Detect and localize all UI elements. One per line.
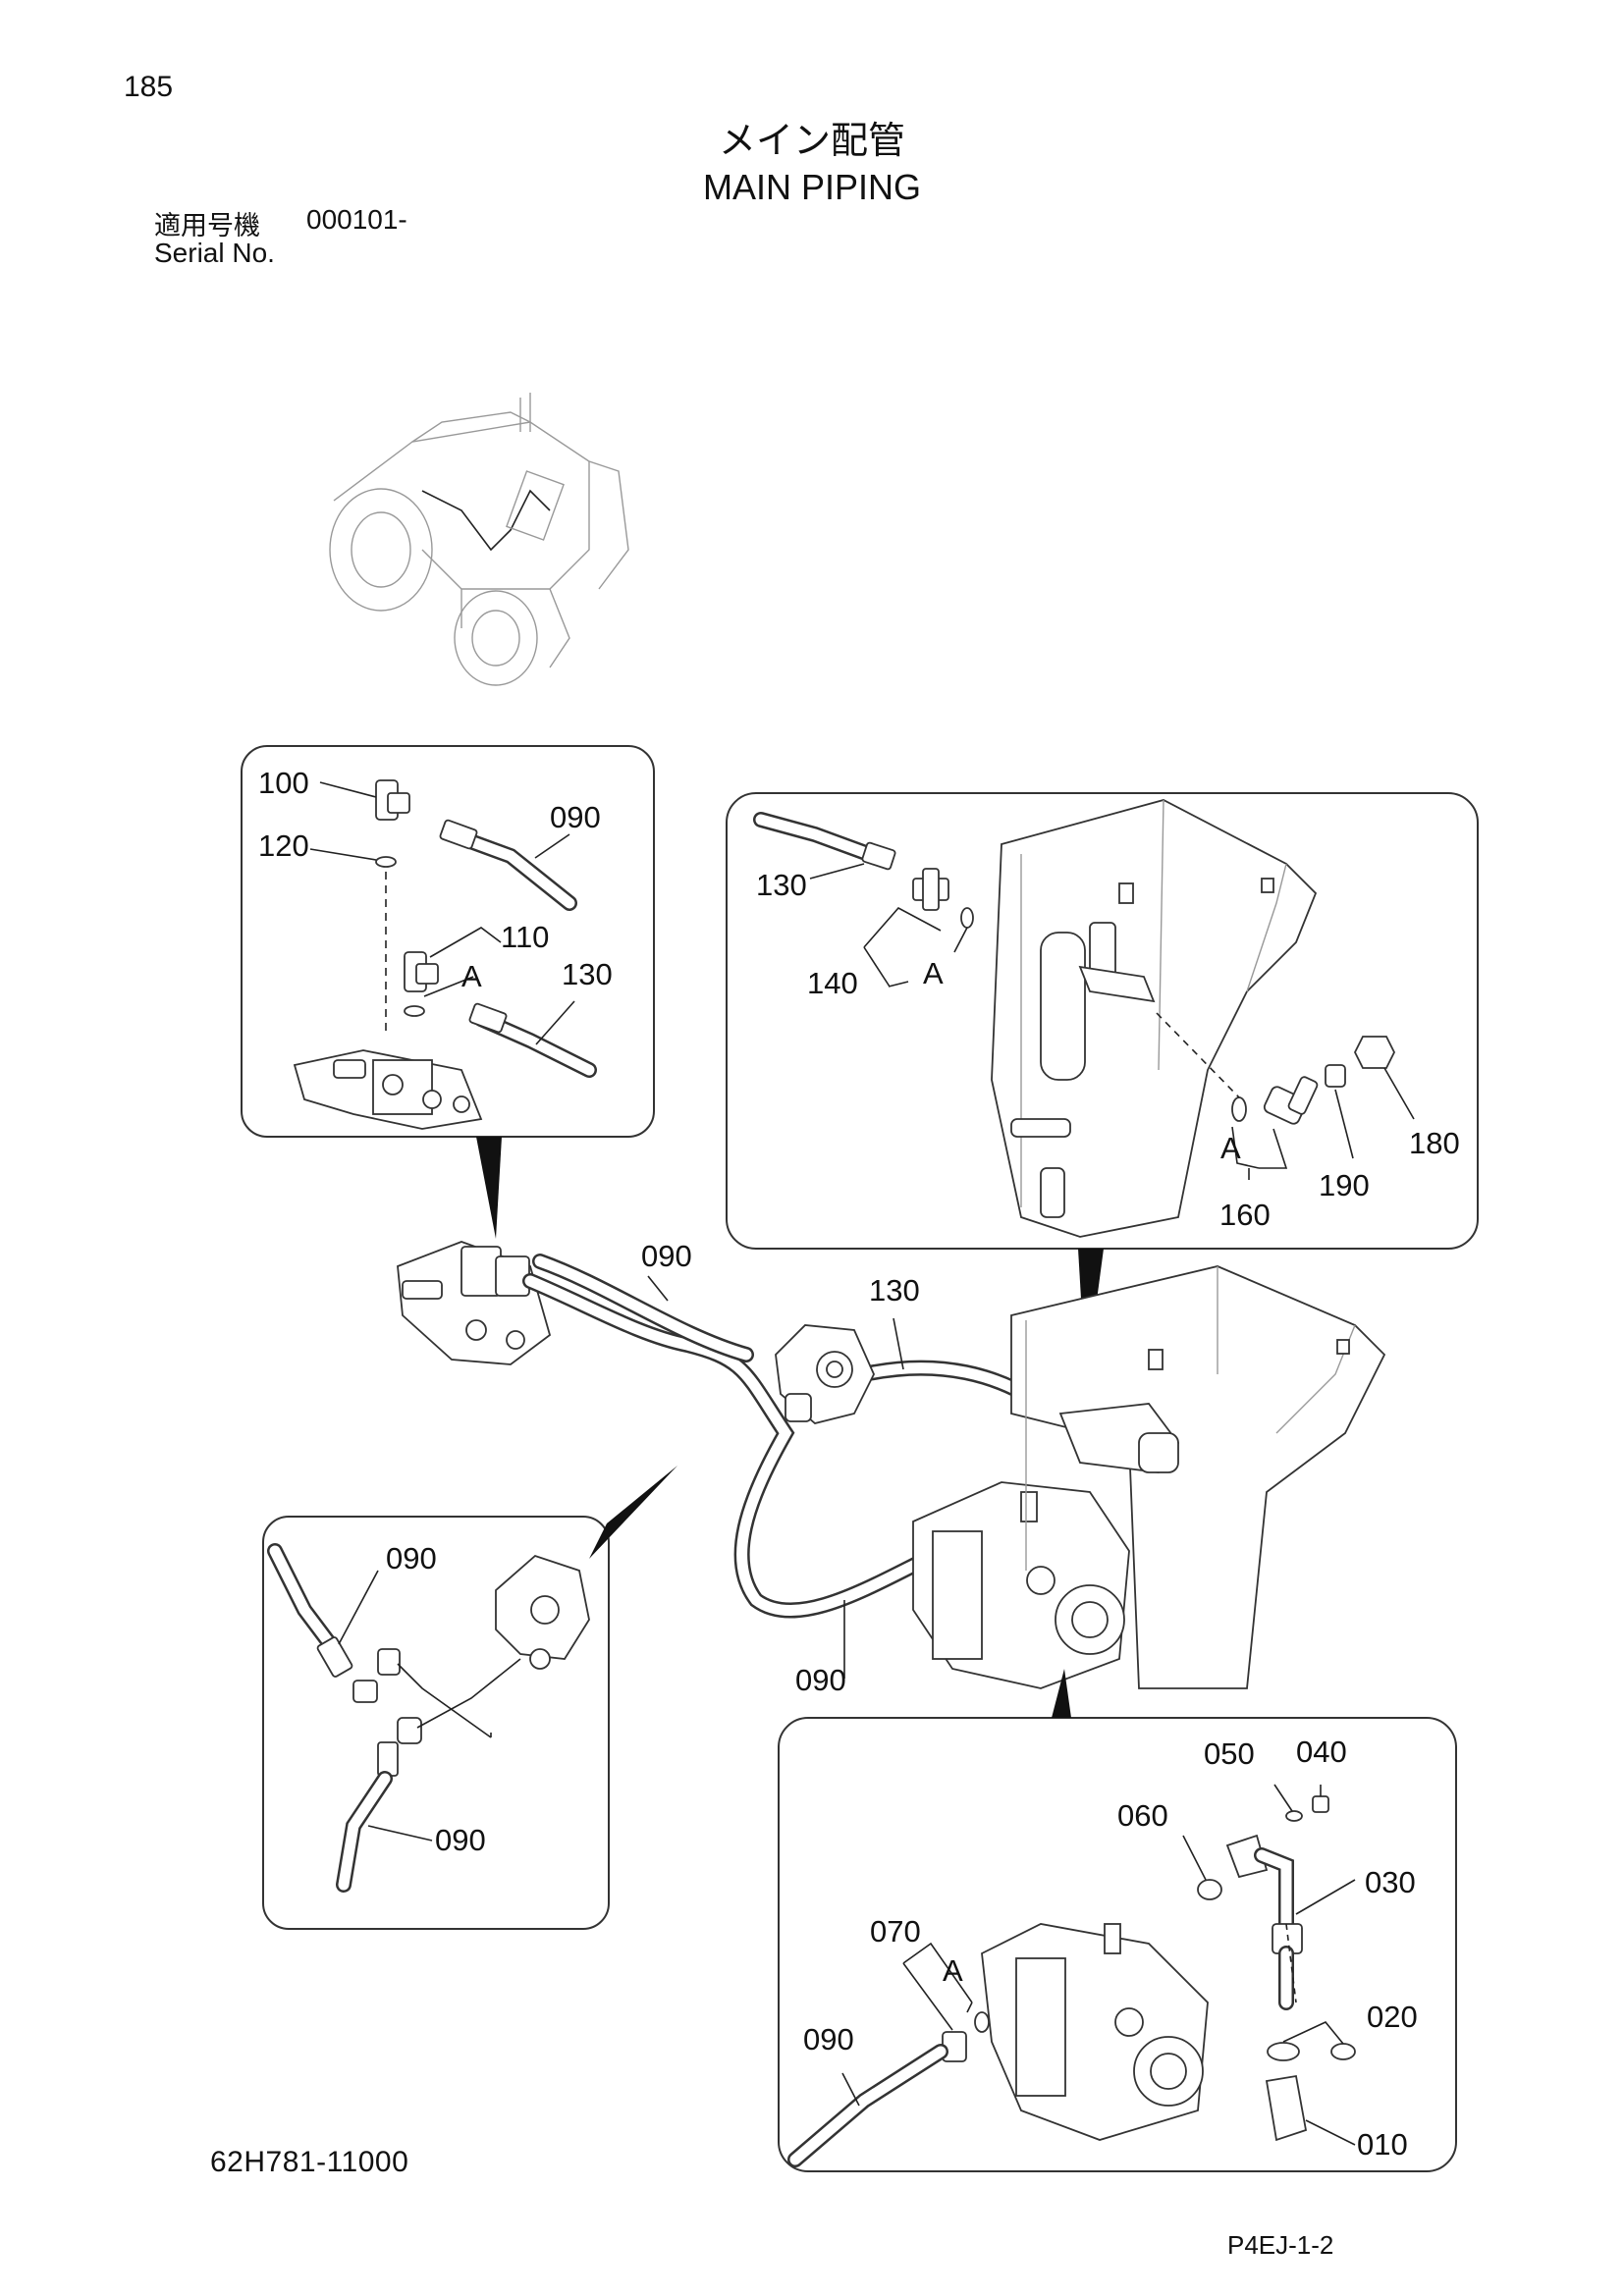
callout-a-pump: A bbox=[943, 1953, 963, 1988]
callout-040: 040 bbox=[1296, 1735, 1347, 1769]
page-number: 185 bbox=[124, 71, 174, 103]
callout-030: 030 bbox=[1365, 1865, 1416, 1899]
callout-070: 070 bbox=[870, 1914, 921, 1949]
callout-120: 120 bbox=[258, 828, 309, 863]
callout-a-valve: A bbox=[461, 959, 482, 993]
callout-090-valve: 090 bbox=[550, 800, 601, 834]
page-title-english: MAIN PIPING bbox=[702, 167, 922, 207]
callout-050: 050 bbox=[1204, 1736, 1255, 1771]
detail-valve-box bbox=[241, 745, 655, 1239]
callout-130-valve: 130 bbox=[562, 957, 613, 991]
callout-110: 110 bbox=[501, 920, 549, 954]
serial-number-value: 000101- bbox=[306, 204, 407, 235]
callout-160: 160 bbox=[1219, 1198, 1271, 1232]
callout-190: 190 bbox=[1319, 1168, 1370, 1202]
callout-010: 010 bbox=[1357, 2127, 1408, 2162]
detail-motor-box bbox=[262, 1466, 677, 1930]
callout-a-tank-2: A bbox=[1220, 1131, 1241, 1165]
page-title-japanese: メイン配管 bbox=[718, 119, 905, 162]
callout-020: 020 bbox=[1367, 2000, 1418, 2034]
main-assembly-illustration bbox=[397, 1241, 1386, 1689]
callout-060: 060 bbox=[1117, 1798, 1168, 1833]
callout-140: 140 bbox=[807, 966, 858, 1000]
callout-090-pump: 090 bbox=[803, 2022, 854, 2056]
callout-130-main: 130 bbox=[869, 1273, 920, 1308]
drawing-part-code: 62H781-11000 bbox=[210, 2146, 409, 2178]
serial-label-english: Serial No. bbox=[154, 238, 275, 268]
callout-labels: 100 120 090 110 A 130 130 140 A A 180 19… bbox=[258, 766, 1460, 2162]
detail-tank-box bbox=[726, 792, 1479, 1382]
callout-130-tank: 130 bbox=[756, 868, 807, 902]
page-code: P4EJ-1-2 bbox=[1227, 2230, 1334, 2260]
callout-090-motor-bottom: 090 bbox=[435, 1823, 486, 1857]
detail-pump-box bbox=[778, 1669, 1457, 2172]
callout-090-main-bottom: 090 bbox=[795, 1663, 846, 1697]
callout-180: 180 bbox=[1409, 1126, 1460, 1160]
machine-overview-illustration bbox=[329, 393, 629, 686]
serial-label-japanese: 適用号機 bbox=[154, 211, 260, 241]
callout-a-tank-1: A bbox=[923, 956, 944, 990]
callout-100: 100 bbox=[258, 766, 309, 800]
callout-090-main-top: 090 bbox=[641, 1239, 692, 1273]
callout-090-motor-top: 090 bbox=[386, 1541, 437, 1575]
